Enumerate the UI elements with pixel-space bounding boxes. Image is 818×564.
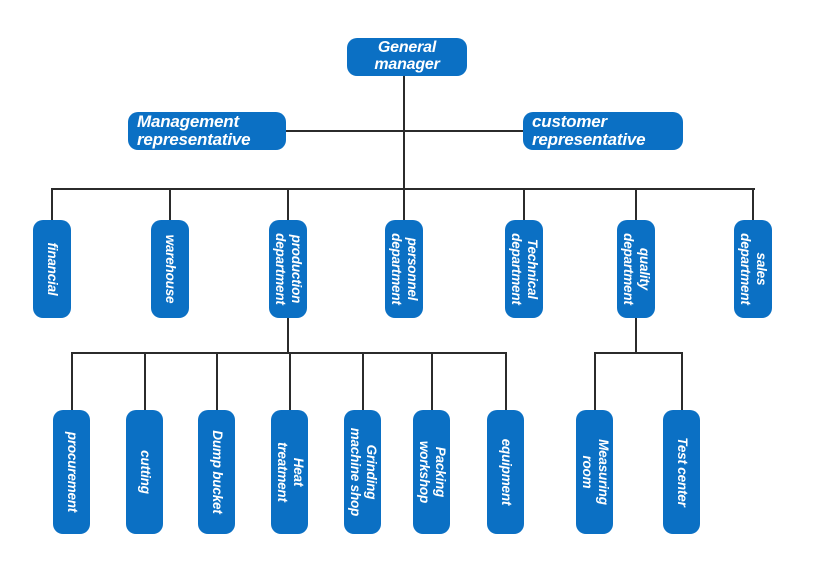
node-procurement: procurement	[53, 410, 90, 534]
node-general-manager: General manager	[347, 38, 467, 76]
connector-drop-packing	[431, 352, 433, 410]
connector-drop-production	[287, 188, 289, 220]
connector-staff-horizontal	[286, 130, 523, 132]
connector-drop-measuring-room	[594, 352, 596, 410]
connector-root-drop	[403, 76, 405, 220]
node-management-representative: Management representative	[128, 112, 286, 150]
node-procurement-label: procurement	[64, 431, 80, 513]
connector-drop-technical	[523, 188, 525, 220]
node-personnel-department: personnel department	[385, 220, 423, 318]
node-test-center: Test center	[663, 410, 700, 534]
node-personnel-department-label: personnel department	[389, 233, 420, 305]
node-equipment: equipment	[487, 410, 524, 534]
node-cutting: cutting	[126, 410, 163, 534]
node-financial: financial	[33, 220, 71, 318]
connector-drop-equipment	[505, 352, 507, 410]
connector-level3-bus	[51, 188, 755, 190]
connector-drop-grinding	[362, 352, 364, 410]
node-measuring-room-label: Measuring room	[579, 439, 611, 505]
node-technical-department-label: Technical department	[509, 233, 540, 305]
node-customer-representative-label: customer representative	[532, 112, 646, 149]
node-quality-department: quality department	[617, 220, 655, 318]
connector-drop-cutting	[144, 352, 146, 410]
connector-drop-procurement	[71, 352, 73, 410]
node-dump-bucket-label: Dump bucket	[209, 430, 225, 514]
node-grinding-machine-shop: Grinding machine shop	[344, 410, 381, 534]
connector-drop-test-center	[681, 352, 683, 410]
node-warehouse: warehouse	[151, 220, 189, 318]
node-production-department: production department	[269, 220, 307, 318]
connector-drop-quality	[635, 188, 637, 220]
node-production-department-label: production department	[273, 233, 304, 305]
node-sales-department-label: sales department	[738, 233, 769, 305]
node-quality-department-label: quality department	[621, 233, 652, 305]
node-heat-treatment: Heat treatment	[271, 410, 308, 534]
node-equipment-label: equipment	[498, 438, 514, 506]
node-packing-workshop: Packing workshop	[413, 410, 450, 534]
node-packing-workshop-label: Packing workshop	[416, 440, 448, 504]
node-customer-representative: customer representative	[523, 112, 683, 150]
node-technical-department: Technical department	[505, 220, 543, 318]
node-test-center-label: Test center	[674, 437, 690, 507]
node-financial-label: financial	[44, 242, 60, 296]
connector-quality-stem	[635, 318, 637, 353]
node-heat-treatment-label: Heat treatment	[274, 442, 306, 502]
node-management-representative-label: Management representative	[137, 112, 251, 149]
connector-drop-heat-treatment	[289, 352, 291, 410]
connector-drop-sales	[752, 188, 754, 220]
connector-drop-dump-bucket	[216, 352, 218, 410]
node-measuring-room: Measuring room	[576, 410, 613, 534]
connector-quality-bus	[594, 352, 683, 354]
connector-production-stem	[287, 318, 289, 353]
node-sales-department: sales department	[734, 220, 772, 318]
node-warehouse-label: warehouse	[162, 234, 178, 304]
node-grinding-machine-shop-label: Grinding machine shop	[347, 427, 379, 517]
connector-drop-financial	[51, 188, 53, 220]
connector-drop-warehouse	[169, 188, 171, 220]
node-general-manager-label: General manager	[374, 39, 440, 73]
node-cutting-label: cutting	[137, 450, 153, 494]
node-dump-bucket: Dump bucket	[198, 410, 235, 534]
